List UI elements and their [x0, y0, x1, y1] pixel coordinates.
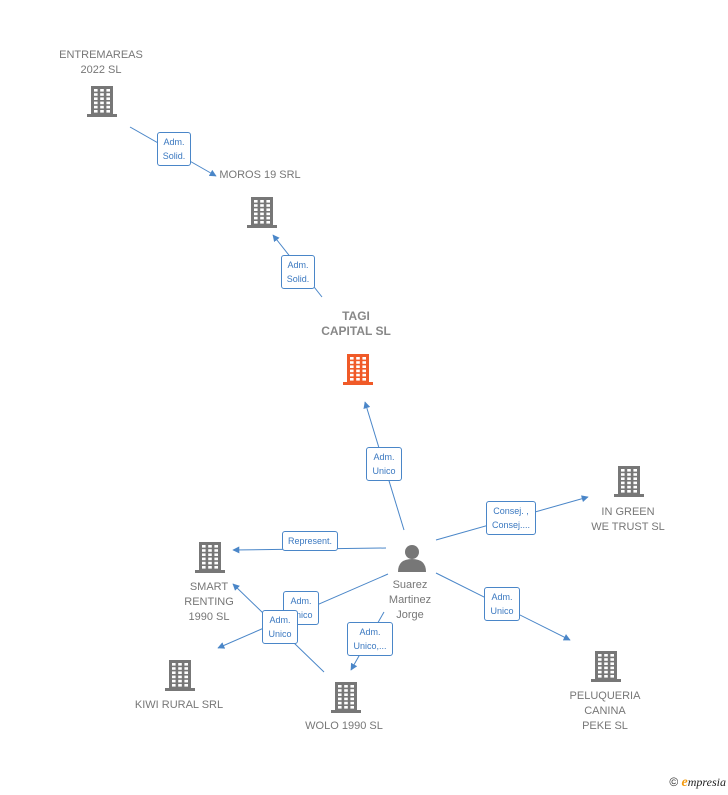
moros-label: MOROS 19 SRL — [219, 169, 301, 181]
footer-brand: © empresia — [669, 775, 726, 791]
suarez-label: Suarez Martinez Jorge — [388, 579, 432, 621]
copyright-symbol: © — [669, 775, 679, 789]
edge-label-suarez-to-wolo[interactable]: Adm. Unico,... — [347, 622, 393, 656]
tagi-label: TAGI CAPITAL SL — [321, 309, 391, 338]
icons-layer — [87, 86, 644, 713]
wolo-label: WOLO 1990 SL — [305, 720, 383, 732]
ingreen-building-icon[interactable] — [614, 466, 644, 497]
edge-label-suarez-to-ingreen[interactable]: Consej. , Consej.... — [485, 501, 537, 535]
brand-e: e — [681, 775, 688, 790]
edge-label-suarez-to-peluqueria[interactable]: Adm. Unico — [484, 587, 520, 621]
entremareas-label: ENTREMAREAS 2022 SL — [59, 49, 143, 76]
suarez-person-icon[interactable] — [398, 545, 426, 572]
edge-label-suarez-to-smart[interactable]: Represent. — [281, 531, 339, 551]
wolo-building-icon[interactable] — [331, 682, 361, 713]
peluqueria-label: PELUQUERIA CANINA PEKE SL — [569, 690, 641, 732]
edge-label-entremareas-to-moros[interactable]: Adm. Solid. — [156, 132, 192, 166]
ingreen-label: IN GREEN WE TRUST SL — [591, 506, 665, 533]
tagi-building-icon[interactable] — [343, 354, 373, 385]
smart-building-icon[interactable] — [195, 542, 225, 573]
peluqueria-building-icon[interactable] — [591, 651, 621, 682]
kiwi-building-icon[interactable] — [165, 660, 195, 691]
entremareas-building-icon[interactable] — [87, 86, 117, 117]
kiwi-label: KIWI RURAL SRL — [134, 699, 224, 711]
moros-building-icon[interactable] — [247, 197, 277, 228]
brand-name: mpresia — [687, 775, 726, 789]
edge-label-tagi-to-moros[interactable]: Adm. Solid. — [280, 255, 316, 289]
edge-label-wolo-to-smart[interactable]: Adm. Unico — [262, 610, 298, 644]
smart-label: SMART RENTING 1990 SL — [184, 581, 234, 623]
edge-label-suarez-to-tagi[interactable]: Adm. Unico — [366, 447, 402, 481]
